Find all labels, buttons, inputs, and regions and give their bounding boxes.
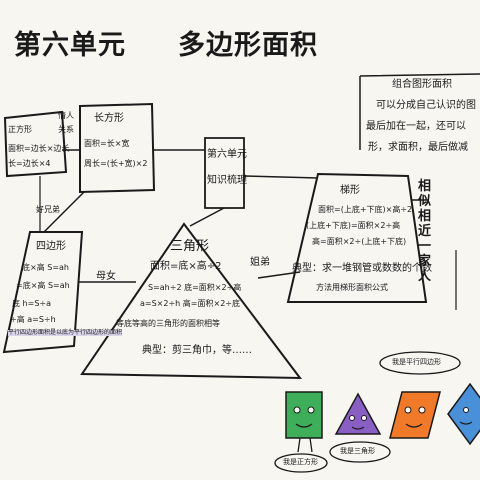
- rectangle-area-formula: 面积=长×宽: [84, 139, 130, 148]
- parallelogram-note: 平行四边形面积是以底为平行四边形的面积: [8, 329, 123, 336]
- relation-rect-square: 情人: [58, 111, 74, 120]
- triangle-name: 三角形: [170, 239, 210, 254]
- connector-center-triangle: [189, 207, 225, 227]
- center-box-line-1: 第六单元: [207, 149, 247, 160]
- trapezoid-example-2: 方法用梯形面积公式: [316, 283, 388, 292]
- rectangle-box: [79, 102, 156, 194]
- parallelogram-line-2: =底×高 S=ah: [16, 281, 70, 290]
- composite-line-2: 最后加在一起，还可以: [366, 121, 466, 132]
- bubble-triangle: [329, 441, 391, 463]
- bubble-parallelogram: [379, 351, 461, 375]
- relation-rect-parallelogram: 好兄弟: [36, 205, 60, 214]
- square-character: [285, 391, 323, 453]
- square-area-formula: 面积=边长×边长: [8, 144, 70, 153]
- center-box: [204, 137, 245, 209]
- composite-bracket: [359, 73, 480, 150]
- rectangle-perimeter-formula: 周长=(长+宽)×2: [84, 159, 148, 168]
- trapezoid-line-3: 高=面积×2÷(上底+下底): [312, 237, 407, 246]
- trapezoid-name: 梯形: [340, 185, 360, 196]
- relation-like-family: 相似相近一家人: [418, 179, 432, 284]
- triangle-speech: 我是三角形: [340, 447, 375, 455]
- relation-sisters: 姐弟: [250, 257, 270, 268]
- trapezoid-line-1: 面积=(上底+下底)×高÷2: [318, 205, 413, 214]
- triangle-variants: S=ah÷2 底=面积×2÷高: [148, 283, 242, 292]
- trapezoid-example: 典型：求一堆钢管或数数的个数: [292, 263, 432, 274]
- square-perimeter-formula: 长=边长×4: [8, 159, 51, 168]
- parallelogram-line-4: ÷高 a=S÷h: [10, 315, 56, 324]
- parallelogram-character: [389, 391, 441, 439]
- trapezoid-shape: [286, 172, 428, 303]
- triangle-shape: [80, 222, 303, 380]
- relation-mother-daughter: 母女: [96, 271, 116, 282]
- connector-triangle-trapezoid: [257, 271, 301, 279]
- triangle-formula: 面积=底×高÷2: [150, 261, 222, 272]
- trapezoid-line-2: (上底+下底)=面积×2÷高: [306, 221, 401, 230]
- composite-line-1: 可以分成自己认识的图: [376, 100, 476, 111]
- composite-line-3: 形，求面积，最后做减: [368, 142, 468, 153]
- square-box: [3, 110, 68, 178]
- bubble-square: [274, 453, 328, 473]
- center-box-line-2: 知识梳理: [207, 175, 247, 186]
- composite-heading: 组合图形面积: [392, 79, 452, 90]
- rectangle-name: 长方形: [94, 113, 124, 124]
- relation-rect-square-2: 关系: [58, 125, 74, 134]
- parallelogram-speech: 我是平行四边形: [392, 358, 441, 366]
- connector-center-trapezoid: [243, 175, 319, 179]
- square-speech: 我是正方形: [283, 458, 318, 466]
- parallelogram-line-1: 底×高 S=ah: [22, 263, 69, 272]
- square-name: 正方形: [8, 125, 32, 134]
- triangle-example: 典型：剪三角巾，等……: [142, 345, 252, 356]
- parallelogram-shape: [2, 231, 84, 354]
- triangle-character: [334, 392, 382, 435]
- topic-title: 多边形面积: [178, 30, 318, 61]
- rhombus-character: [447, 382, 480, 446]
- triangle-rule: 等底等高的三角形的面积相等: [116, 319, 220, 328]
- unit-title: 第六单元: [14, 30, 126, 61]
- parallelogram-name: 四边形: [36, 241, 66, 252]
- connector-rect-para: [43, 191, 85, 233]
- parallelogram-line-3: 底 h=S÷a: [12, 299, 51, 308]
- triangle-variants-2: a=S×2÷h 高=面积×2÷底: [140, 299, 240, 308]
